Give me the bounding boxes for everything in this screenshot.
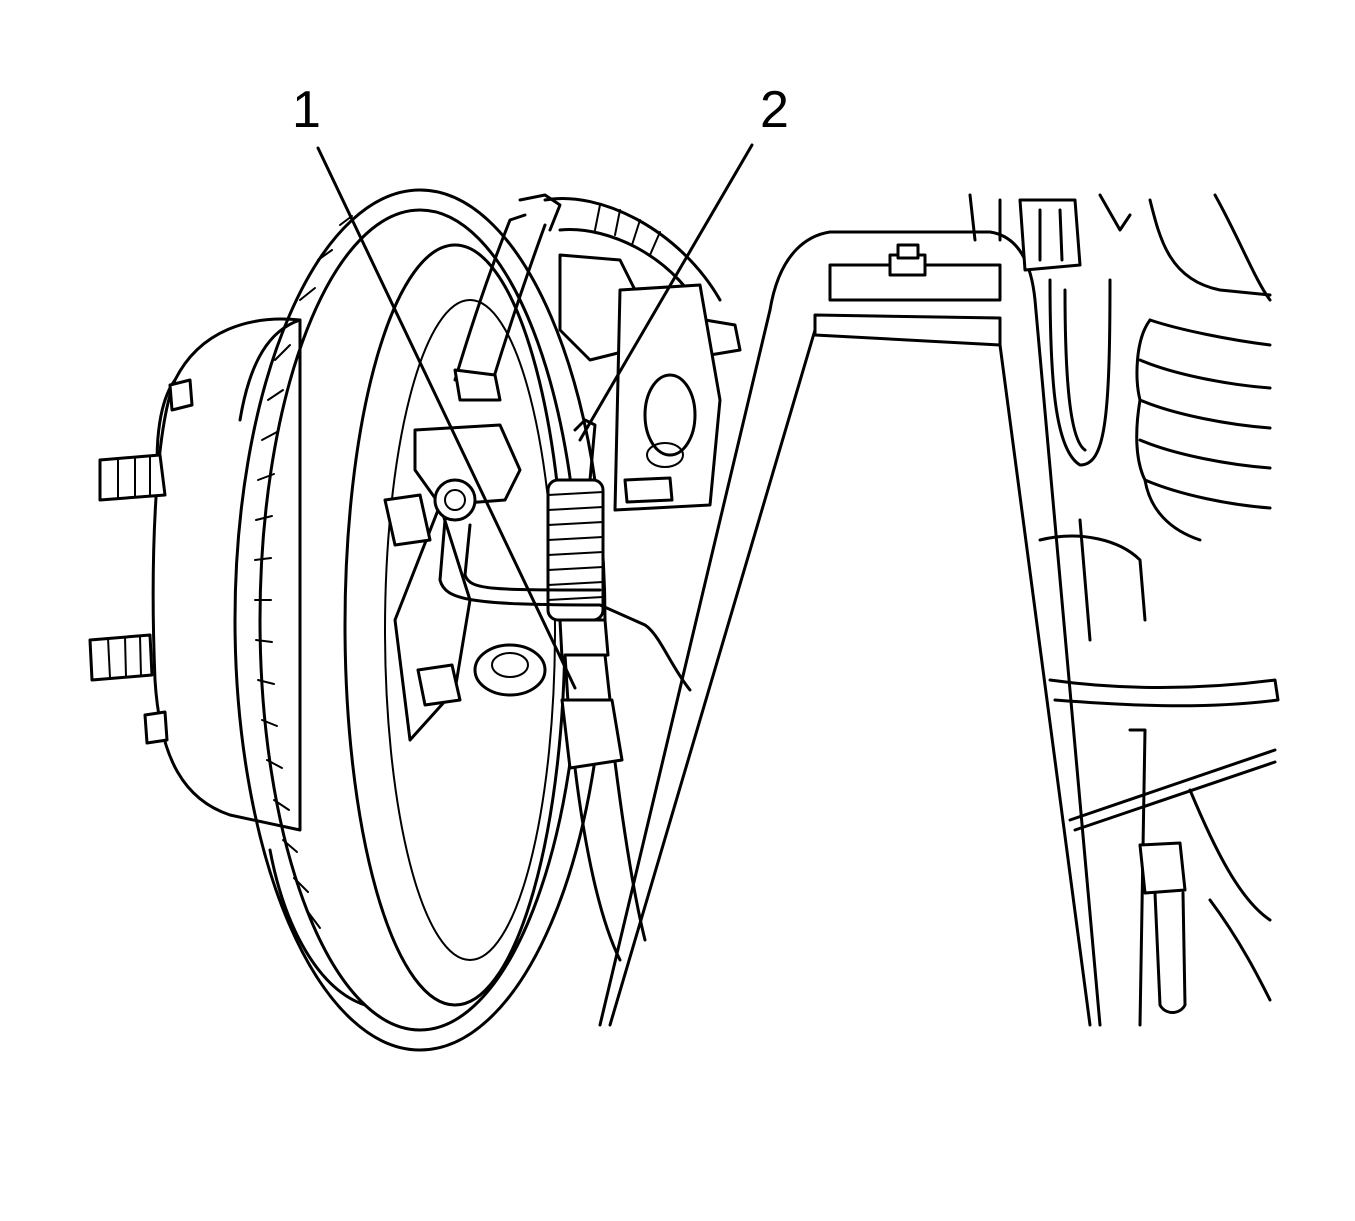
lower-brake-line [438, 518, 692, 692]
wheel-stud [98, 453, 167, 502]
caliper-body [558, 253, 722, 512]
callout-2-leader [578, 143, 754, 442]
callout-leaders [316, 143, 754, 690]
caliper-bracket [383, 423, 547, 742]
wheel-stud [143, 710, 169, 745]
support-stand [598, 230, 1102, 1027]
callout-2-label: 2 [760, 81, 789, 139]
bellows-boot [1135, 318, 1272, 542]
brake-line [453, 193, 562, 402]
cable-spring [546, 478, 605, 622]
wheel-stud [88, 633, 154, 682]
callout-1-leader [316, 146, 577, 690]
wheel-studs [88, 378, 194, 745]
callout-1-label: 1 [292, 81, 321, 139]
parking-brake-cable [546, 418, 647, 962]
suspension-components [968, 193, 1280, 1027]
brake-hose [543, 197, 742, 357]
wheel-stud [168, 378, 194, 412]
